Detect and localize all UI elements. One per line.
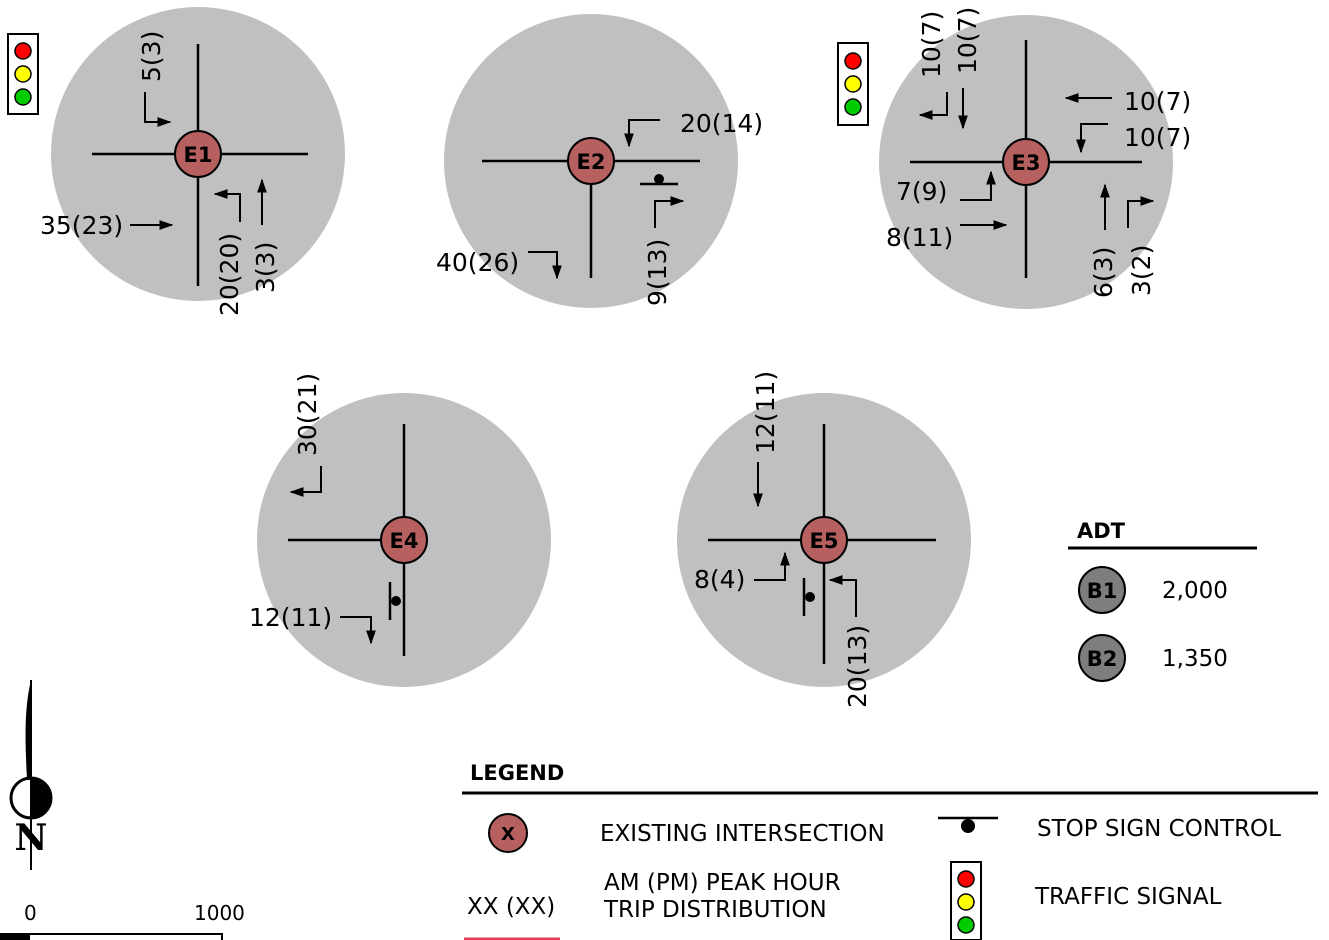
volume-label: 8(11) xyxy=(886,223,953,252)
volume-label: 12(11) xyxy=(249,603,332,632)
volume-label: 35(23) xyxy=(40,211,123,240)
scale-bar: 0 1000 xyxy=(0,901,245,940)
volume-label: 9(13) xyxy=(643,239,672,306)
intersection-label: E4 xyxy=(390,529,419,553)
movement-arrows xyxy=(130,88,1155,645)
legend-signal-label: TRAFFIC SIGNAL xyxy=(1034,884,1222,910)
intersection-label: E2 xyxy=(577,150,606,174)
stop-sign-e5 xyxy=(802,578,815,616)
traffic-signal-icon xyxy=(837,42,869,126)
volume-label: 12(11) xyxy=(751,371,780,454)
volume-label: 40(26) xyxy=(436,248,519,277)
e2-arrow-nb-right xyxy=(654,196,685,228)
volume-label: 20(13) xyxy=(843,625,872,708)
volume-label: 10(7) xyxy=(917,11,946,78)
intersection-e1: E1 xyxy=(174,130,222,178)
volume-label: 3(2) xyxy=(1127,245,1156,296)
legend-traffic-signal-icon xyxy=(950,861,982,940)
volume-label: 20(20) xyxy=(215,233,244,316)
north-letter: N xyxy=(15,817,48,859)
e4-arrow-eb-right xyxy=(340,616,376,645)
stop-sign-e4 xyxy=(388,582,401,620)
volume-label: 6(3) xyxy=(1089,247,1118,298)
intersection-e5: E5 xyxy=(800,516,848,564)
legend-volume-label-1: AM (PM) PEAK HOUR xyxy=(604,870,841,896)
e4-arrow-sb-right xyxy=(289,466,322,497)
legend-title: LEGEND xyxy=(470,761,564,785)
adt-node-label: B1 xyxy=(1087,579,1118,603)
e2-arrow-wb-left xyxy=(624,119,660,148)
intersection-label: E3 xyxy=(1012,151,1041,175)
legend-stop-dot xyxy=(961,819,975,833)
e3-arrow-wb-left xyxy=(1076,123,1108,154)
adt-title: ADT xyxy=(1077,519,1126,543)
e1-arrow-nb-left xyxy=(213,189,241,222)
volume-label: 10(7) xyxy=(1124,87,1191,116)
intersection-label: E1 xyxy=(184,143,213,167)
volume-label: 10(7) xyxy=(953,7,982,74)
intersection-label: E5 xyxy=(810,529,839,553)
stop-sign-e2 xyxy=(640,174,678,186)
legend-volume-symbol: XX (XX) xyxy=(467,894,555,920)
e1-arrow-sb-left xyxy=(144,92,172,127)
volume-label: 3(3) xyxy=(251,242,280,293)
scale-end: 1000 xyxy=(194,901,245,925)
intersection-e4: E4 xyxy=(380,516,428,564)
e2-arrow-eb-right xyxy=(528,251,562,280)
e5-arrow-eb-left xyxy=(754,551,790,581)
volume-label: 8(4) xyxy=(694,565,745,594)
legend-volume-label-2: TRIP DISTRIBUTION xyxy=(603,897,827,923)
e3-arrow-sb-right xyxy=(918,92,948,120)
volume-label: 10(7) xyxy=(1124,123,1191,152)
adt-panel: ADT B1 2,000 B2 1,350 xyxy=(1068,519,1257,682)
volume-label: 30(21) xyxy=(293,373,322,456)
adt-node-label: B2 xyxy=(1087,647,1118,671)
adt-value: 1,350 xyxy=(1162,646,1228,672)
scale-start: 0 xyxy=(24,901,37,925)
volume-label: 20(14) xyxy=(680,109,763,138)
volume-label: 7(9) xyxy=(896,177,947,206)
north-arrow-icon: N xyxy=(9,680,53,870)
legend-intersection-symbol-label: X xyxy=(501,824,515,845)
volume-label: 5(3) xyxy=(137,31,166,82)
adt-value: 2,000 xyxy=(1162,578,1228,604)
intersection-e2: E2 xyxy=(567,137,615,185)
legend-existing-label: EXISTING INTERSECTION xyxy=(600,821,885,847)
adt-node xyxy=(1078,566,1126,614)
traffic-signal-icon xyxy=(7,33,39,115)
intersection-e3: E3 xyxy=(1002,138,1050,186)
legend-stop-label: STOP SIGN CONTROL xyxy=(1037,816,1281,842)
adt-node xyxy=(1078,634,1126,682)
e3-arrow-eb-left xyxy=(960,170,996,201)
legend-intersection-symbol xyxy=(488,813,528,853)
e5-arrow-nb-left xyxy=(828,575,857,617)
e3-arrow-nb-right xyxy=(1127,196,1155,228)
legend: LEGEND X EXISTING INTERSECTION STOP SIGN… xyxy=(462,761,1318,940)
volume-labels: 5(3) 35(23) 20(20) 3(3) 20(14) 40(26) 9(… xyxy=(40,7,1191,708)
